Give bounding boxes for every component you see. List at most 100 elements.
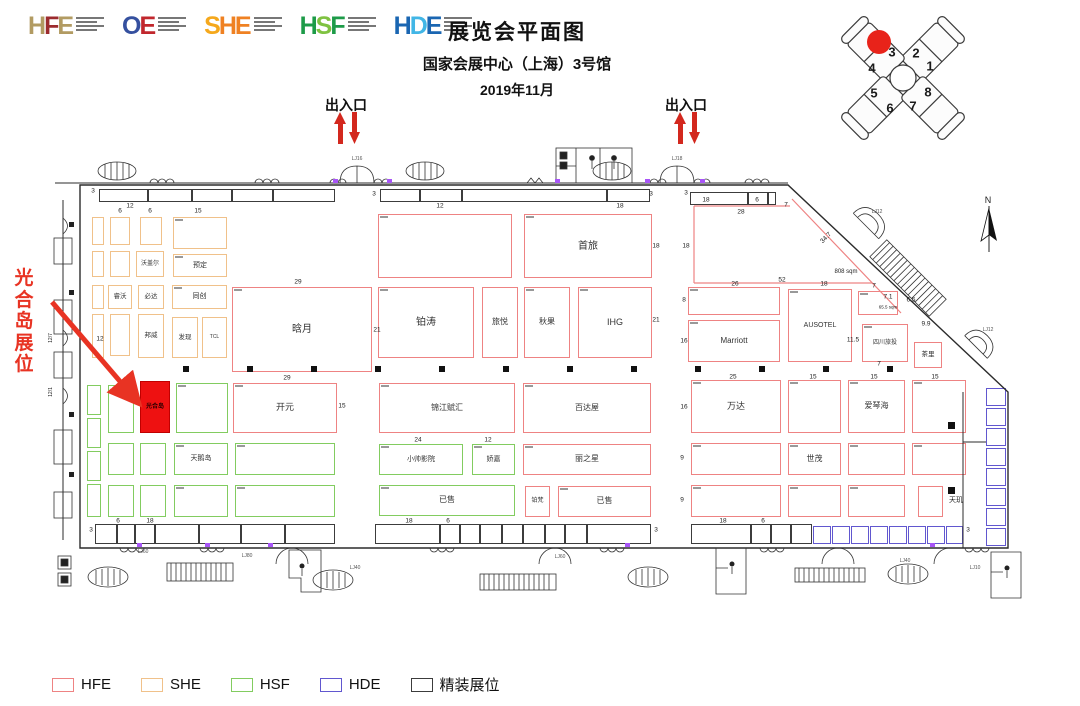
logo-SHE: SHE bbox=[204, 14, 282, 39]
dim-label: 3 bbox=[91, 187, 95, 195]
logo-HDE: HDE bbox=[394, 14, 473, 39]
escalator-icon bbox=[87, 566, 129, 588]
hall-number-1: 1 bbox=[926, 58, 934, 74]
booth-hfe-e7 bbox=[788, 485, 841, 517]
booth-she-col2 bbox=[92, 251, 104, 277]
dim-label: 15 bbox=[338, 402, 346, 410]
booth-label: 小帅影院 bbox=[407, 455, 435, 463]
dim-label: LJ10 bbox=[969, 565, 981, 571]
booth-p-b13 bbox=[523, 524, 545, 544]
booth-bangwei: 邦威 bbox=[138, 314, 164, 358]
logo-OE: OE bbox=[122, 14, 187, 39]
dim-label: 12 bbox=[126, 202, 134, 210]
booth-she-1 bbox=[110, 217, 130, 245]
booth-label: 预定 bbox=[193, 261, 207, 269]
booth-sichuan: 四川旅投 bbox=[862, 324, 908, 362]
dim-label: 12/1 bbox=[48, 387, 54, 397]
dim-label: 15 bbox=[931, 373, 939, 381]
booth-hfe-e5 bbox=[912, 443, 966, 475]
booth-hfe-e4 bbox=[848, 443, 905, 475]
booth-bida: 必达 bbox=[138, 285, 164, 309]
booth-hde-b6 bbox=[908, 526, 926, 544]
booth-lizhixing: 丽之星 bbox=[523, 444, 651, 475]
dim-label: 15 bbox=[194, 207, 202, 215]
booth-p-b17 bbox=[691, 524, 751, 544]
booth-p-b11 bbox=[480, 524, 502, 544]
booth-ihg: IHG bbox=[578, 287, 652, 358]
hall-number-4: 4 bbox=[868, 60, 876, 76]
booth-p-b7 bbox=[285, 524, 335, 544]
stairs-icon bbox=[794, 567, 866, 583]
escalator-icon bbox=[405, 161, 445, 181]
entrance-door-icon bbox=[329, 165, 391, 184]
booth-p-b14 bbox=[545, 524, 565, 544]
booth-p-t9 bbox=[607, 189, 650, 202]
dim-label: 21 bbox=[373, 326, 381, 334]
logo-fine-print bbox=[444, 14, 473, 39]
booth-hsf-9 bbox=[235, 485, 335, 517]
door-arch-icon bbox=[852, 207, 885, 240]
booth-label: IHG bbox=[606, 316, 623, 327]
hall-outline bbox=[79, 184, 1009, 549]
booth-p-b10 bbox=[460, 524, 480, 544]
escalator-icon bbox=[887, 563, 929, 585]
booth-hfe-e3 bbox=[691, 443, 781, 475]
booth-hde-b3 bbox=[851, 526, 869, 544]
dim-label: 12 bbox=[436, 202, 444, 210]
booth-hde-b4 bbox=[870, 526, 888, 544]
booth-jinjiang: 锦江赋汇 bbox=[379, 383, 515, 433]
dim-label: 11.5 bbox=[846, 336, 860, 344]
dim-label: 16 bbox=[680, 337, 688, 345]
booth-faxian: 发现 bbox=[172, 317, 198, 358]
booth-hsf-col3 bbox=[87, 451, 101, 481]
booth-label: 必达 bbox=[144, 293, 158, 301]
booth-label: 娇嘉 bbox=[486, 455, 501, 463]
booth-aiqinhai: 爱琴海 bbox=[848, 380, 905, 433]
booth-hde-c1 bbox=[986, 388, 1006, 406]
booth-hde-c3 bbox=[986, 428, 1006, 446]
booth-she-5 bbox=[110, 314, 130, 356]
booth-label: 旅悦 bbox=[492, 317, 508, 327]
escalator-icon bbox=[592, 161, 632, 181]
booth-label: 同创 bbox=[192, 293, 207, 301]
dim-label: 12 bbox=[484, 436, 492, 444]
booth-hsf-3 bbox=[108, 443, 134, 475]
dim-label: 15 bbox=[809, 373, 817, 381]
booth-label: Marriott bbox=[720, 335, 748, 345]
highlighted-hall-dot bbox=[867, 30, 891, 54]
booth-label: 茶里 bbox=[921, 351, 935, 359]
booth-hde-c2 bbox=[986, 408, 1006, 426]
booth-botao: 铂涛 bbox=[378, 287, 474, 358]
booth-hde-c4 bbox=[986, 448, 1006, 466]
stairs-icon bbox=[479, 573, 557, 591]
hall-number-3: 3 bbox=[888, 44, 896, 60]
logo-HSF: HSF bbox=[300, 14, 376, 39]
dim-label: 3 bbox=[684, 189, 688, 197]
dim-label: LJ12 bbox=[871, 209, 883, 215]
legend-swatch bbox=[141, 677, 163, 692]
booth-p-t10 bbox=[690, 192, 748, 205]
dim-label: 52 bbox=[778, 276, 786, 284]
booth-label: 丽之星 bbox=[575, 454, 599, 464]
booth-hde-b7 bbox=[927, 526, 945, 544]
hall-number-6: 6 bbox=[886, 100, 894, 116]
booth-hde-b2 bbox=[832, 526, 850, 544]
booth-kaiyuan: 开元 bbox=[233, 383, 337, 433]
dim-label: 29 bbox=[294, 278, 302, 286]
dim-label: LJ12 bbox=[982, 327, 994, 333]
dim-label: LJ60 bbox=[137, 549, 149, 555]
dim-label: 天玑 bbox=[949, 497, 963, 504]
hfe-zone-boundary bbox=[693, 198, 902, 314]
escalator-icon bbox=[869, 239, 947, 317]
booth-she-col1 bbox=[92, 217, 104, 245]
logo-letters: HSF bbox=[299, 12, 346, 40]
booth-yuding: 预定 bbox=[173, 254, 227, 277]
booth-p-b9 bbox=[440, 524, 460, 544]
booth-label: 睿沃 bbox=[113, 293, 127, 301]
dim-label: 6 bbox=[446, 517, 450, 525]
legend-swatch bbox=[52, 677, 74, 692]
booth-she-3 bbox=[173, 217, 227, 249]
